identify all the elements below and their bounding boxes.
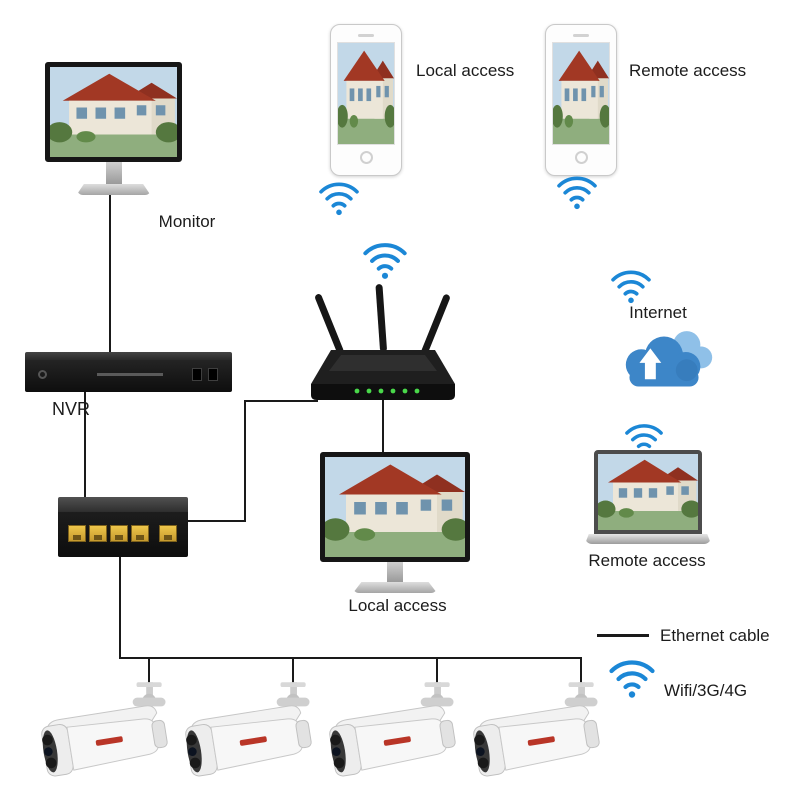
smartphone-local (330, 24, 402, 176)
cable-drop-camera-4 (580, 657, 582, 684)
nvr-device (25, 352, 232, 392)
house-photo (598, 454, 698, 530)
nvr-usb-port (208, 368, 218, 381)
cable-nvr-switch (84, 392, 86, 497)
cable-drop-camera-3 (436, 657, 438, 684)
ethernet-port-1 (68, 525, 86, 542)
nvr-label: NVR (52, 399, 91, 419)
legend-wifi-label: Wifi/3G/4G (664, 681, 748, 700)
cable-router-desktop (382, 400, 384, 453)
phone-screen (552, 42, 610, 145)
monitor-label: Monitor (158, 212, 216, 231)
ethernet-port-4 (131, 525, 149, 542)
monitor-screen (45, 62, 182, 162)
phone-local-label: Local access (416, 61, 515, 80)
ethernet-port-2 (89, 525, 107, 542)
cable-junction-vert (244, 400, 246, 522)
wifi-icon-router (362, 238, 408, 280)
house-photo (50, 67, 177, 157)
wifi-icon-internet (611, 270, 651, 304)
switch-front-panel (58, 512, 188, 557)
nvr-usb-port (192, 368, 202, 381)
laptop-keyboard-base (585, 534, 711, 544)
nvr-power-button (38, 370, 47, 379)
ethernet-port-uplink (159, 525, 177, 542)
cable-junction-router (244, 400, 318, 402)
laptop-screen (594, 450, 702, 534)
ethernet-cable-sample-line (597, 634, 649, 637)
wireless-router (311, 283, 455, 400)
phone-home-button (359, 151, 373, 164)
laptop-remote-label: Remote access (588, 551, 706, 570)
monitor-stand-base (76, 184, 151, 195)
phone-screen (337, 42, 395, 145)
nvr-front-panel (25, 360, 232, 392)
desktop-screen (320, 452, 470, 562)
security-camera-1 (38, 682, 171, 778)
poe-switch (58, 497, 188, 557)
nvr-top-panel (25, 352, 232, 360)
switch-top-panel (58, 497, 188, 512)
security-camera-2 (182, 682, 315, 778)
phone-speaker (358, 34, 374, 37)
phone-remote-label: Remote access (629, 61, 747, 80)
security-camera-3 (326, 682, 459, 778)
smartphone-remote (545, 24, 617, 176)
cable-monitor-nvr (109, 195, 111, 352)
desktop-local-label: Local access (348, 596, 447, 615)
internet-cloud-icon (625, 331, 713, 387)
house-photo (338, 43, 394, 144)
cable-drop-camera-2 (292, 657, 294, 684)
desktop-monitor-device (320, 452, 470, 593)
monitor-stand-neck (105, 162, 122, 184)
house-photo (553, 43, 609, 144)
laptop-device (585, 450, 711, 544)
desktop-stand-base (353, 582, 437, 593)
desktop-stand-neck (387, 562, 403, 582)
security-camera-4 (470, 682, 603, 778)
wifi-icon-phone-local (319, 182, 359, 216)
ethernet-port-3 (110, 525, 128, 542)
phone-home-button (574, 151, 588, 164)
house-photo (325, 457, 465, 557)
legend-ethernet-label: Ethernet cable (660, 626, 770, 645)
wifi-icon-phone-remote (557, 176, 597, 210)
monitor-device (45, 62, 182, 195)
cable-switch-right (188, 520, 246, 522)
phone-speaker (573, 34, 589, 37)
wifi-icon-legend (608, 655, 656, 699)
cable-drop-camera-1 (148, 657, 150, 684)
internet-label: Internet (629, 303, 687, 322)
cable-camera-bus (119, 657, 582, 659)
nvr-front-print (97, 373, 163, 376)
cable-switch-down (119, 557, 121, 658)
